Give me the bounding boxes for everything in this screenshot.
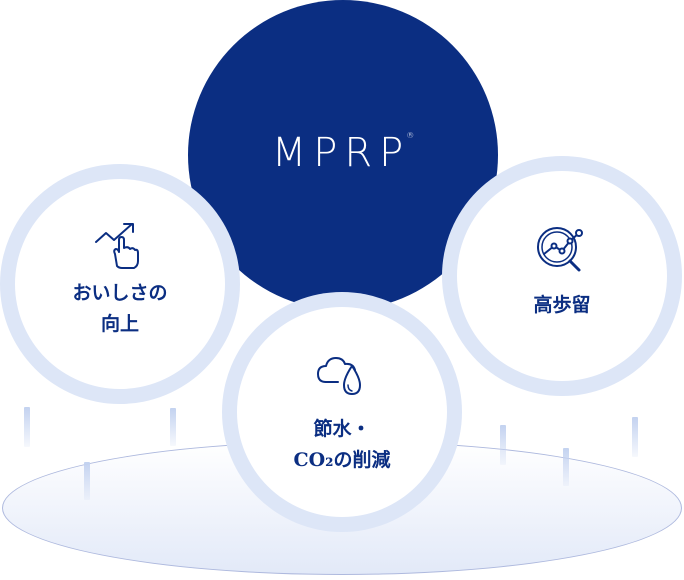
- analysis-magnifier-icon: [537, 227, 583, 272]
- benefit-label: おいしさの 向上: [0, 278, 240, 340]
- light-bar: [563, 448, 569, 486]
- benefit-taste: おいしさの 向上: [0, 164, 240, 404]
- touch-trend-icon: [95, 223, 139, 269]
- benefit-label-line: おいしさの: [72, 282, 168, 304]
- cloud-water-drop-icon: [317, 357, 361, 395]
- benefit-yield: 高歩留: [442, 156, 682, 396]
- registered-mark: ®: [406, 131, 415, 140]
- brand-name: MPRP: [271, 130, 411, 176]
- benefit-label-line: 向上: [100, 313, 139, 335]
- benefit-label-line: CO₂の削減: [293, 449, 391, 471]
- brand-circle: MPRP®: [188, 0, 498, 310]
- light-bar: [632, 417, 638, 457]
- light-bar: [24, 407, 30, 447]
- benefit-water-co2: 節水・ CO₂の削減: [222, 292, 462, 532]
- benefit-label: 高歩留: [442, 290, 682, 321]
- brand-logo: MPRP®: [188, 130, 498, 176]
- benefit-label-line: 高歩留: [533, 294, 591, 316]
- benefit-label: 節水・ CO₂の削減: [222, 414, 462, 476]
- light-bar: [84, 462, 90, 500]
- benefit-label-line: 節水・: [313, 418, 371, 440]
- light-bar: [170, 408, 176, 446]
- light-bar: [500, 425, 506, 465]
